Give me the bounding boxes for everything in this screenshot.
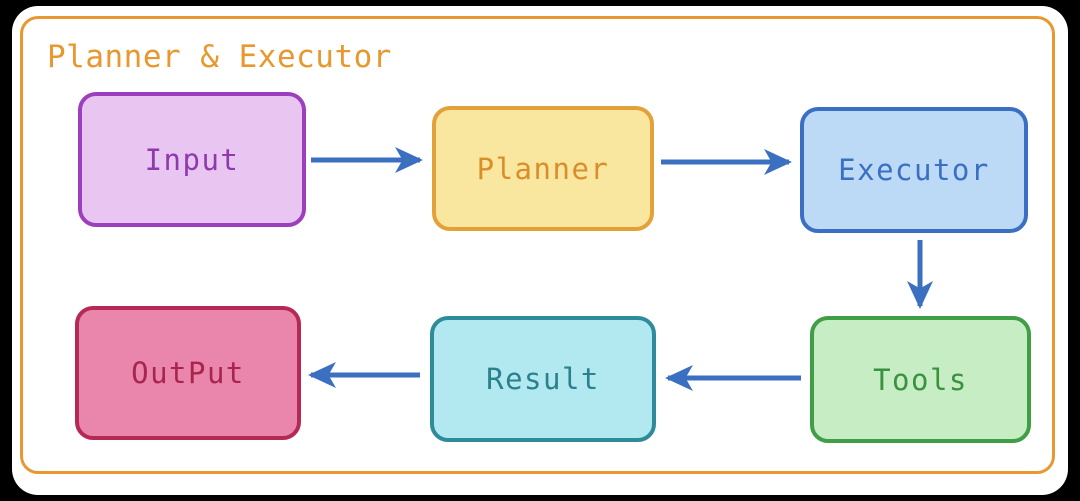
- node-output-label: OutPut: [131, 356, 245, 390]
- node-input[interactable]: Input: [78, 92, 306, 227]
- node-result-label: Result: [486, 362, 600, 396]
- subgraph-container-planner-executor: [20, 16, 1055, 474]
- node-executor-label: Executor: [838, 153, 990, 187]
- node-tools-label: Tools: [873, 362, 968, 397]
- node-result[interactable]: Result: [430, 316, 656, 442]
- node-tools[interactable]: Tools: [810, 316, 1031, 443]
- node-input-label: Input: [144, 142, 240, 177]
- node-output[interactable]: OutPut: [75, 306, 301, 440]
- node-planner-label: Planner: [476, 151, 610, 186]
- node-executor[interactable]: Executor: [800, 107, 1028, 233]
- node-planner[interactable]: Planner: [432, 106, 654, 231]
- subgraph-title: Planner & Executor: [47, 39, 392, 75]
